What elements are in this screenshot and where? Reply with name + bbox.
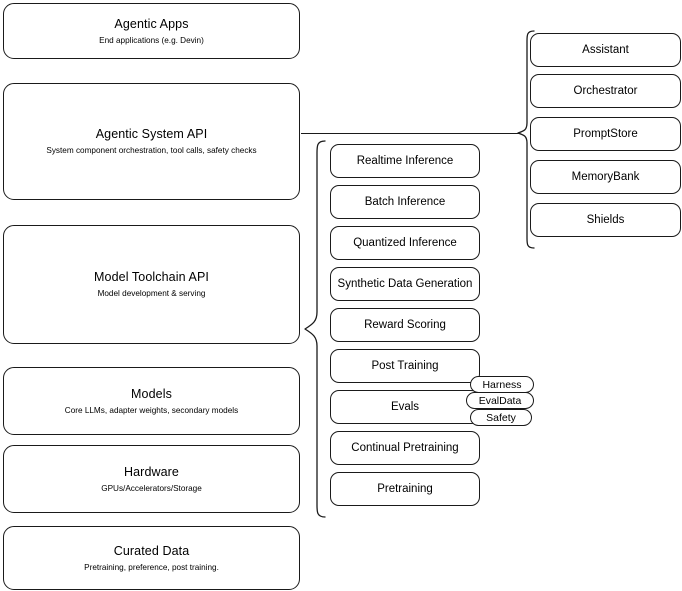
layer-box-model-toolchain-api[interactable]: Model Toolchain API Model development & …	[3, 225, 300, 344]
evals-badge-label: Safety	[486, 411, 516, 424]
capability-box-batch-inference[interactable]: Batch Inference	[330, 185, 480, 219]
layer-subtitle: Core LLMs, adapter weights, secondary mo…	[64, 405, 239, 415]
capability-box-realtime-inference[interactable]: Realtime Inference	[330, 144, 480, 178]
evals-badge-harness[interactable]: Harness	[470, 376, 534, 393]
capability-label: Post Training	[371, 360, 439, 372]
layer-box-models[interactable]: Models Core LLMs, adapter weights, secon…	[3, 367, 300, 435]
evals-badge-safety[interactable]: Safety	[470, 409, 532, 426]
layer-subtitle: Pretraining, preference, post training.	[84, 562, 219, 572]
brace-model-toolchain	[304, 140, 326, 518]
capability-label: Continual Pretraining	[351, 442, 459, 454]
evals-badge-label: Harness	[482, 378, 522, 391]
component-label: Shields	[586, 214, 625, 226]
component-box-orchestrator[interactable]: Orchestrator	[530, 74, 681, 108]
capability-label: Realtime Inference	[356, 155, 454, 167]
layer-subtitle: End applications (e.g. Devin)	[99, 35, 204, 45]
capability-label: Quantized Inference	[353, 237, 457, 249]
component-box-promptstore[interactable]: PromptStore	[530, 117, 681, 151]
component-box-shields[interactable]: Shields	[530, 203, 681, 237]
layer-title: Agentic Apps	[114, 16, 189, 31]
layer-title: Models	[131, 386, 172, 401]
capability-box-evals[interactable]: Evals	[330, 390, 480, 424]
capability-label: Evals	[390, 401, 420, 413]
component-label: Orchestrator	[573, 85, 638, 97]
layer-title: Agentic System API	[95, 127, 208, 141]
capability-label: Synthetic Data Generation	[337, 278, 473, 290]
evals-badge-label: EvalData	[478, 394, 522, 407]
component-box-assistant[interactable]: Assistant	[530, 33, 681, 67]
layer-box-hardware[interactable]: Hardware GPUs/Accelerators/Storage	[3, 445, 300, 513]
layer-title: Curated Data	[113, 543, 190, 558]
brace-agentic-system-components	[517, 30, 535, 249]
layer-box-curated-data[interactable]: Curated Data Pretraining, preference, po…	[3, 526, 300, 590]
layer-subtitle: GPUs/Accelerators/Storage	[101, 483, 202, 493]
evals-badge-evaldata[interactable]: EvalData	[466, 392, 534, 409]
capability-label: Pretraining	[377, 483, 433, 495]
component-label: PromptStore	[573, 128, 638, 140]
capability-box-pretraining[interactable]: Pretraining	[330, 472, 480, 506]
component-label: Assistant	[582, 44, 629, 56]
capability-box-post-training[interactable]: Post Training	[330, 349, 480, 383]
layer-title: Model Toolchain API	[94, 270, 209, 284]
capability-box-quantized-inference[interactable]: Quantized Inference	[330, 226, 480, 260]
component-box-memorybank[interactable]: MemoryBank	[530, 160, 681, 194]
layer-title: Hardware	[124, 464, 179, 479]
component-label: MemoryBank	[571, 171, 640, 183]
connector-agentic-system-api-to-components	[301, 132, 519, 134]
layer-box-agentic-system-api[interactable]: Agentic System API System component orch…	[3, 83, 300, 200]
layer-subtitle: Model development & serving	[97, 289, 206, 298]
layer-box-agentic-apps[interactable]: Agentic Apps End applications (e.g. Devi…	[3, 3, 300, 59]
capability-box-continual-pretraining[interactable]: Continual Pretraining	[330, 431, 480, 465]
capability-label: Reward Scoring	[364, 319, 446, 331]
capability-box-reward-scoring[interactable]: Reward Scoring	[330, 308, 480, 342]
capability-box-synthetic-data-generation[interactable]: Synthetic Data Generation	[330, 267, 480, 301]
capability-label: Batch Inference	[364, 196, 446, 208]
layer-subtitle: System component orchestration, tool cal…	[46, 146, 257, 155]
